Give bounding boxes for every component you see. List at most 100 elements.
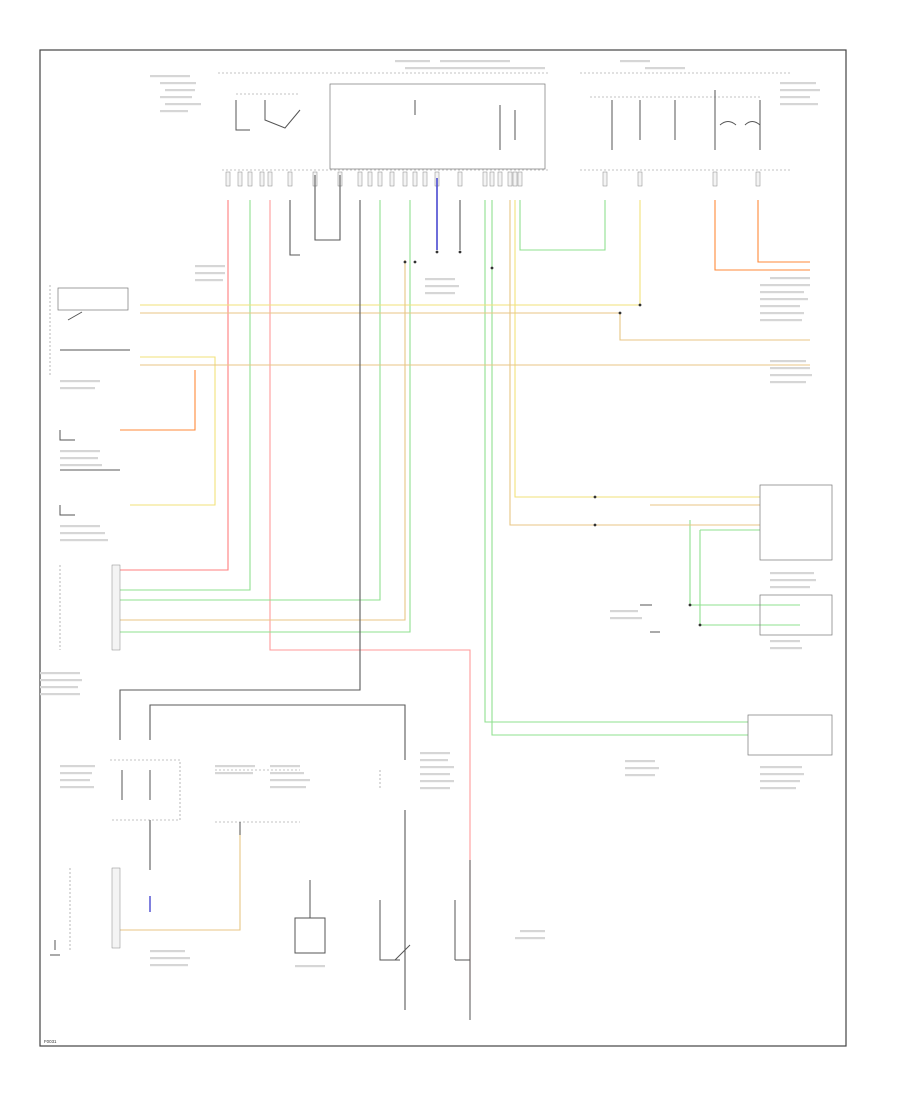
label-block-9 [620,60,650,63]
wire-green-3 [118,200,411,633]
label-block-23 [40,672,80,675]
label-block-22 [60,539,108,542]
wire-yellow-2 [514,200,760,498]
label-block-11 [780,82,816,85]
pin-12 [402,171,408,187]
splice-dots [403,250,702,627]
label-block-20 [60,525,100,528]
pin-0 [225,171,231,187]
label-block-68 [425,278,455,281]
pin-17 [482,171,488,187]
label-block-71 [195,265,225,268]
label-block-16 [60,387,95,390]
pin-23 [602,171,608,187]
label-block-18 [60,457,98,460]
label-block-49 [760,305,800,308]
label-block-17 [60,450,100,453]
label-block-50 [760,312,804,315]
label-block-15 [60,380,100,383]
label-block-27 [60,765,95,768]
label-block-1 [160,82,196,85]
wire-orange-2 [120,370,196,431]
label-block-39 [420,766,454,769]
label-block-48 [295,965,325,968]
wire-red-2 [269,200,471,1000]
label-block-24 [40,679,82,682]
pin-19 [497,171,503,187]
center-components [215,769,471,1020]
wire-orange-3 [757,200,810,263]
label-block-45 [150,950,185,953]
label-block-7 [440,60,510,63]
label-block-62 [760,773,804,776]
pin-26 [755,171,761,187]
wire-green-2 [118,200,381,601]
label-block-38 [420,759,448,762]
wire-green-8 [699,530,800,626]
wire-red-1 [118,200,229,571]
pin-25 [712,171,718,187]
pin-14 [422,171,428,187]
left-components [49,285,181,956]
label-block-13 [780,96,810,99]
pin-4 [267,171,273,187]
label-block-66 [625,767,659,770]
label-blocks [40,60,820,968]
label-block-3 [160,96,192,99]
pin-22 [517,171,523,187]
label-block-72 [195,272,225,275]
label-block-79 [760,298,808,301]
wire-gray-4 [289,200,300,256]
label-block-6 [395,60,430,63]
wire-green-1 [118,200,251,591]
label-block-73 [195,279,223,282]
pin-11 [389,171,395,187]
label-block-2 [165,89,195,92]
top-modules [218,72,790,171]
label-block-30 [60,786,94,789]
label-block-36 [270,786,306,789]
pin-20 [507,171,513,187]
label-block-8 [405,67,545,70]
label-block-64 [760,787,796,790]
label-block-47 [150,964,188,967]
wire-tan-4 [509,200,760,526]
pin-21 [512,171,518,187]
label-block-46 [150,957,190,960]
label-block-5 [160,110,188,113]
wire-yellow-3 [130,356,216,506]
pin-3 [259,171,265,187]
wire-tan-5 [120,830,241,931]
pin-18 [489,171,495,187]
wire-green-4 [484,200,748,723]
pin-8 [357,171,363,187]
pin-10 [377,171,383,187]
label-block-32 [215,772,253,775]
label-block-63 [760,780,800,783]
label-block-0 [150,75,190,78]
label-block-74 [610,610,638,613]
label-block-61 [760,766,802,769]
label-block-77 [760,284,810,287]
wire-tan-1 [140,312,810,341]
pin-16 [457,171,463,187]
label-block-28 [60,772,92,775]
label-block-57 [770,579,816,582]
wire-orange-1 [714,200,810,271]
label-block-40 [420,773,450,776]
label-block-69 [425,285,459,288]
label-block-78 [760,291,804,294]
label-block-52 [770,360,806,363]
label-block-59 [770,640,800,643]
pin-2 [247,171,253,187]
label-block-35 [270,779,310,782]
label-block-65 [625,760,655,763]
label-block-43 [520,930,545,933]
pin-13 [412,171,418,187]
label-block-29 [60,779,90,782]
label-block-67 [625,774,655,777]
label-block-70 [425,292,455,295]
label-block-21 [60,532,105,535]
label-block-76 [770,277,810,280]
